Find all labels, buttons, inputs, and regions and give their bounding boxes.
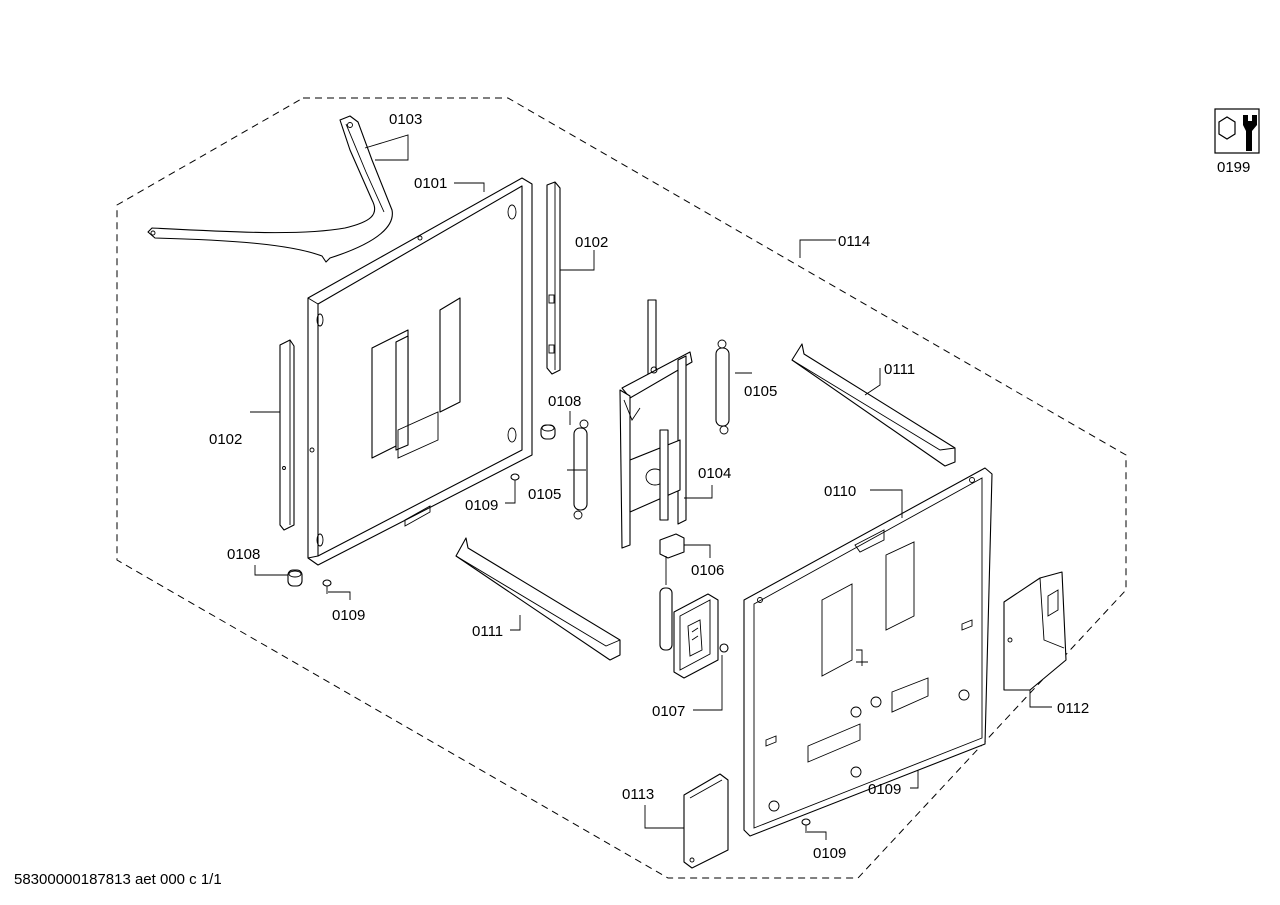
part-0106-sensor — [659, 533, 685, 651]
document-footer: 58300000187813 aet 000 c 1/1 — [14, 871, 222, 888]
label-0104: 0104 — [698, 465, 731, 482]
part-0103-top-bracket — [147, 115, 393, 263]
label-0111-upper: 0111 — [884, 361, 915, 378]
part-0112-side-bracket — [1003, 571, 1067, 691]
label-0111-lower: 0111 — [472, 623, 503, 640]
label-0114: 0114 — [838, 233, 870, 250]
label-0105-right: 0105 — [744, 383, 777, 400]
part-0105-spring-right — [715, 339, 730, 435]
part-0109-screw-b — [322, 579, 332, 594]
label-0109-c: 0109 — [868, 781, 901, 798]
label-0101: 0101 — [414, 175, 447, 192]
part-0102-right-rail — [546, 181, 561, 375]
part-0104-lift-frame — [619, 299, 693, 549]
label-0199: 0199 — [1217, 159, 1250, 176]
hex-nut-wrench-icon — [1214, 108, 1260, 154]
label-0105-left: 0105 — [528, 486, 561, 503]
part-0108-bumper-lower — [287, 569, 303, 587]
label-0102-left: 0102 — [209, 431, 242, 448]
part-0108-bumper-upper — [540, 424, 556, 440]
label-0103: 0103 — [389, 111, 422, 128]
label-0106: 0106 — [691, 562, 724, 579]
part-0110-front-panel — [743, 467, 993, 837]
assembly-boundary — [116, 97, 1127, 879]
label-0107: 0107 — [652, 703, 685, 720]
part-0111-rail-lower — [455, 537, 621, 661]
part-0105-spring-left — [573, 419, 589, 520]
part-0109-screw-a — [510, 473, 520, 488]
label-0108-upper: 0108 — [548, 393, 581, 410]
part-0101-rear-frame — [307, 177, 533, 566]
part-0111-rail-upper — [791, 343, 956, 467]
label-0110: 0110 — [824, 483, 856, 500]
label-0109-d: 0109 — [813, 845, 846, 862]
label-0112: 0112 — [1057, 700, 1089, 717]
label-0102-right: 0102 — [575, 234, 608, 251]
label-0109-a: 0109 — [465, 497, 498, 514]
part-0113-guide — [683, 773, 729, 869]
label-0113: 0113 — [622, 786, 654, 803]
leader-lines — [250, 134, 1052, 840]
label-0109-b: 0109 — [332, 607, 365, 624]
part-0109-screw-d — [801, 818, 811, 833]
label-0108-lower: 0108 — [227, 546, 260, 563]
part-0107-cover — [673, 593, 729, 679]
part-0102-left-rail — [279, 339, 295, 531]
